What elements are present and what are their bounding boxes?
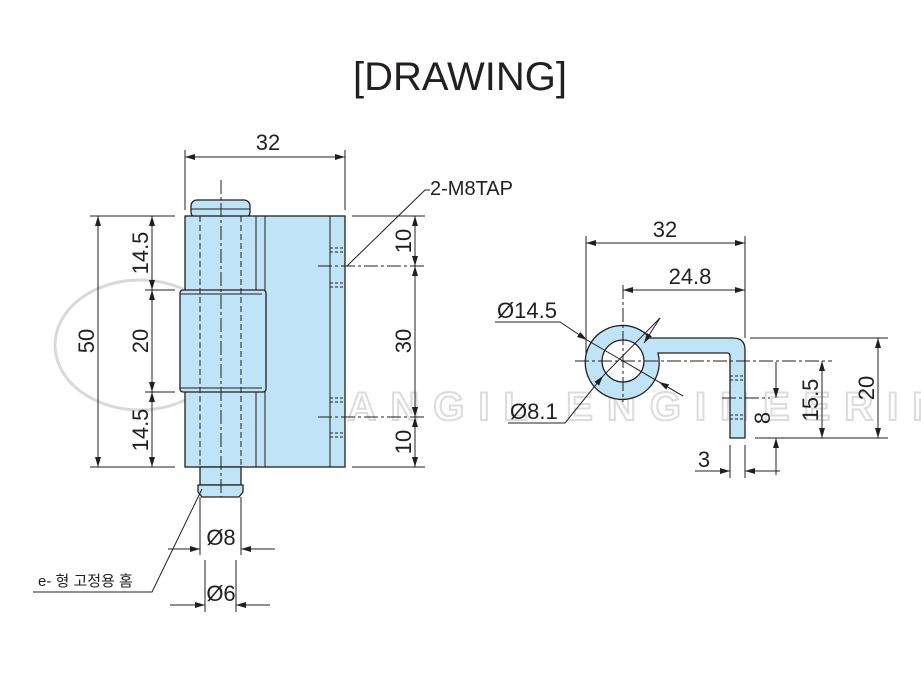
dim-thickness: 3 bbox=[698, 447, 710, 472]
dim-tap-bottom: 10 bbox=[391, 430, 416, 454]
dim-width: 32 bbox=[256, 130, 280, 155]
dim-seg-mid: 20 bbox=[128, 329, 153, 353]
side-view bbox=[495, 236, 888, 478]
dim-tap-top: 10 bbox=[391, 229, 416, 253]
dim-offset: 24.8 bbox=[669, 264, 712, 289]
dim-outer-dia: Ø14.5 bbox=[497, 298, 557, 323]
dim-tap-span: 30 bbox=[391, 329, 416, 353]
watermark-logo: KWANGIL ENGINEERING bbox=[53, 278, 921, 430]
dim-tap-from-bottom: 8 bbox=[750, 412, 775, 424]
front-view bbox=[33, 150, 430, 612]
dim-side-height: 20 bbox=[854, 376, 879, 400]
dim-inner-dia: Ø8.1 bbox=[510, 399, 558, 424]
dim-pin: Ø6 bbox=[206, 581, 235, 606]
tap-label: 2-M8TAP bbox=[430, 178, 513, 200]
dim-side-width: 32 bbox=[653, 217, 677, 242]
dim-pin-groove: Ø8 bbox=[206, 525, 235, 550]
groove-label: e- 형 고정용 홈 bbox=[38, 572, 133, 590]
svg-text:KWANGIL ENGINEERING: KWANGIL ENGINEERING bbox=[255, 385, 921, 429]
dim-height-total: 50 bbox=[74, 329, 99, 353]
side-view-dimensions: 32 24.8 Ø14.5 Ø8.1 20 15.5 8 3 bbox=[497, 217, 879, 472]
dim-seg-bottom: 14.5 bbox=[128, 409, 153, 452]
dim-seg-top: 14.5 bbox=[128, 232, 153, 275]
knuckle bbox=[179, 289, 267, 393]
dim-tap-height: 15.5 bbox=[798, 379, 823, 422]
drawing-title: [DRAWING] bbox=[353, 55, 567, 99]
front-view-dimensions: 32 50 14.5 20 14.5 10 30 10 2-M8TAP Ø8 Ø… bbox=[38, 130, 513, 606]
